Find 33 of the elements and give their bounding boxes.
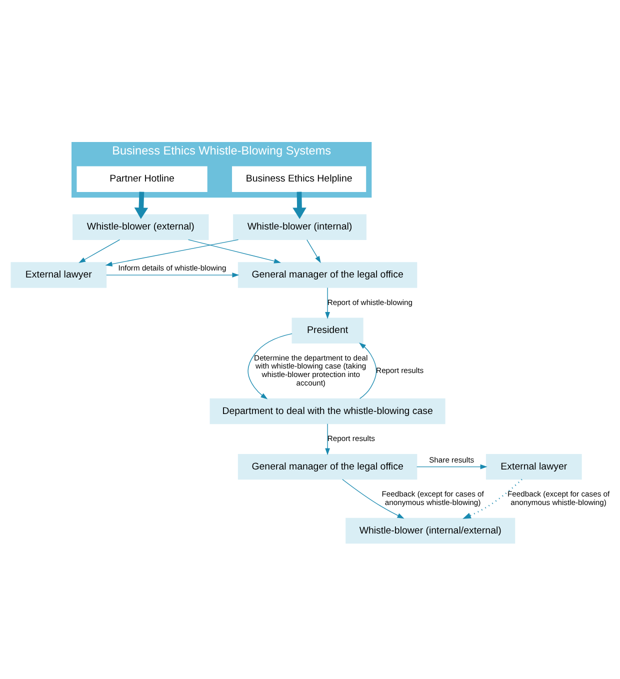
arrow <box>134 191 148 218</box>
node-box: External lawyer <box>10 262 107 288</box>
arrow <box>78 238 120 263</box>
arrow <box>292 191 306 218</box>
node-box: Department to deal with the whistle-blowing case <box>210 398 446 424</box>
edge-label: Report of whistle-blowing <box>327 297 413 306</box>
edge-label: Report results <box>327 433 375 442</box>
edge-label: Inform details of whistle-blowing <box>118 263 226 272</box>
node-box: General manager of the legal office <box>238 262 418 288</box>
arrow <box>248 332 292 399</box>
edge-label: Determine the department to deal with whistle-blowing case (taking whistle-blower protection into account) <box>254 352 368 387</box>
arrow <box>462 478 522 518</box>
arrow <box>416 464 488 469</box>
node-box: Whistle-blower (internal/external) <box>346 517 516 544</box>
node-box: President <box>292 317 364 343</box>
node-box: Whistle-blower (external) <box>72 214 209 240</box>
arrow <box>105 238 239 266</box>
edge-label: Feedback (except for cases of anonymous whistle-blowing) <box>382 489 484 506</box>
arrow <box>325 286 330 318</box>
node-box: General manager of the legal office <box>238 453 418 480</box>
node-box: Partner Hotline <box>76 166 208 192</box>
edge-label: Report results <box>376 365 424 374</box>
node-box: Whistle-blower (internal) <box>233 214 366 240</box>
arrow <box>306 238 321 263</box>
arrow <box>106 272 240 277</box>
arrow <box>358 342 377 398</box>
node-box: Business Ethics Helpline <box>232 166 366 192</box>
node-box: External lawyer <box>486 453 582 480</box>
arrow <box>325 423 330 455</box>
edge-label: Feedback (except for cases of anonymous whistle-blowing) <box>507 489 610 506</box>
edge-label: Share results <box>429 454 474 464</box>
arrow <box>188 238 281 263</box>
arrow <box>342 478 404 518</box>
